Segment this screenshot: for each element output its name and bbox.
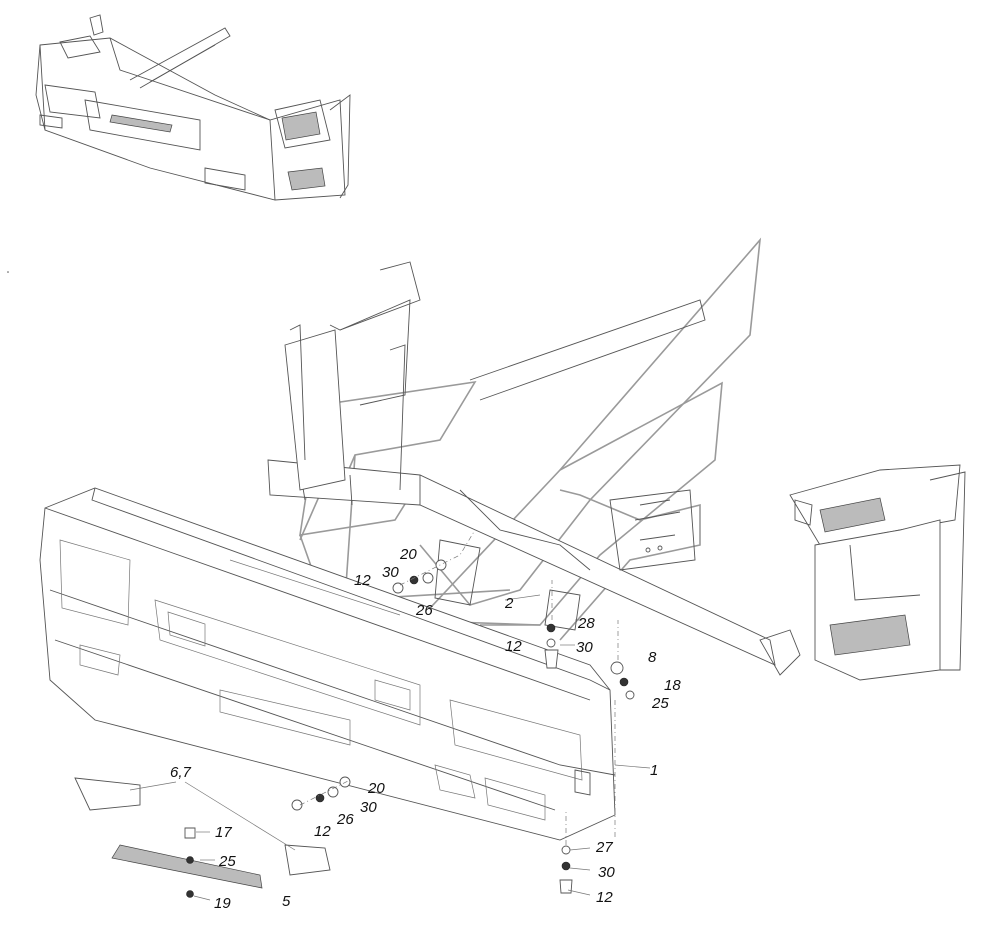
lower-trims bbox=[74, 777, 331, 898]
bumper-overview bbox=[35, 14, 351, 201]
callout-19: 19 bbox=[214, 895, 231, 912]
callout-1: 1 bbox=[650, 762, 658, 779]
front-bumper bbox=[39, 487, 616, 841]
callout-27: 27 bbox=[595, 839, 613, 856]
leader-lines bbox=[129, 594, 651, 901]
callout-12-mid: 12 bbox=[505, 638, 522, 655]
callout-17: 17 bbox=[215, 824, 232, 841]
callout-30-lower: 30 bbox=[360, 799, 377, 816]
callout-25-lower: 25 bbox=[218, 853, 236, 870]
assembly-lines bbox=[299, 529, 619, 845]
step-assembly bbox=[789, 464, 966, 681]
callout-30-bottom: 30 bbox=[598, 864, 615, 881]
callout-18: 18 bbox=[664, 677, 681, 694]
callout-26-lower: 26 bbox=[336, 811, 354, 828]
callout-8: 8 bbox=[648, 649, 657, 666]
callout-28: 28 bbox=[577, 615, 595, 632]
mounting-beam bbox=[267, 261, 801, 676]
callout-30-upper: 30 bbox=[382, 564, 399, 581]
callout-6-7: 6,7 bbox=[170, 764, 192, 781]
callout-5: 5 bbox=[282, 893, 291, 910]
callout-12-lower: 12 bbox=[314, 823, 331, 840]
callout-12-bottom: 12 bbox=[596, 889, 613, 906]
callout-20-lower: 20 bbox=[367, 780, 385, 797]
callout-12-upper: 12 bbox=[354, 572, 371, 589]
callout-26-upper: 26 bbox=[415, 602, 433, 619]
callout-20-upper: 20 bbox=[399, 546, 417, 563]
callout-30-mid: 30 bbox=[576, 639, 593, 656]
callout-2: 2 bbox=[504, 595, 514, 612]
fasteners bbox=[291, 559, 635, 894]
callout-25-right: 25 bbox=[651, 695, 669, 712]
callout-labels: 1 2 5 6,7 8 12 12 12 12 17 18 19 20 20 2… bbox=[170, 546, 681, 912]
